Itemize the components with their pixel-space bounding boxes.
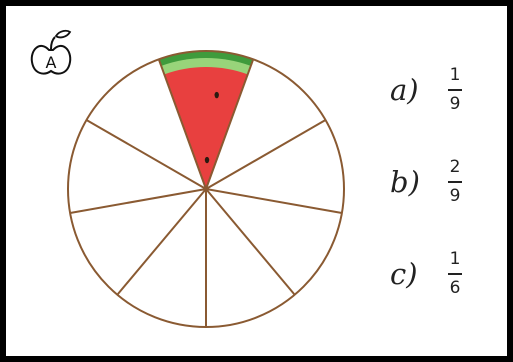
fraction-numerator: 1 <box>449 249 461 269</box>
option-label: b) <box>390 165 420 199</box>
logo-letter: A <box>46 53 57 72</box>
pie-slice-divider <box>85 119 207 190</box>
fraction-numerator: 2 <box>449 157 461 177</box>
fraction-denominator: 9 <box>449 186 461 206</box>
pie-slice-divider <box>205 188 343 214</box>
pie-chart <box>67 50 345 328</box>
pie-slice-divider <box>157 58 207 190</box>
option-label: a) <box>390 73 419 107</box>
pie-slice-divider <box>116 188 207 296</box>
fraction-bar <box>448 273 462 275</box>
fraction-numerator: 1 <box>449 65 461 85</box>
watermelon-seed <box>204 156 210 164</box>
fraction-bar <box>448 89 462 91</box>
pie-slice-divider <box>205 188 296 296</box>
watermelon-flesh <box>164 67 248 189</box>
watermelon-seed <box>214 91 219 99</box>
apple-icon: A <box>30 29 72 75</box>
fraction-bar <box>448 181 462 183</box>
pie-slice-divider <box>205 119 327 190</box>
fraction-denominator: 6 <box>449 278 461 298</box>
pie-slice-divider <box>69 188 207 214</box>
pie-slice-divider <box>205 58 255 190</box>
fraction-denominator: 9 <box>449 94 461 114</box>
option-label: c) <box>390 257 418 291</box>
